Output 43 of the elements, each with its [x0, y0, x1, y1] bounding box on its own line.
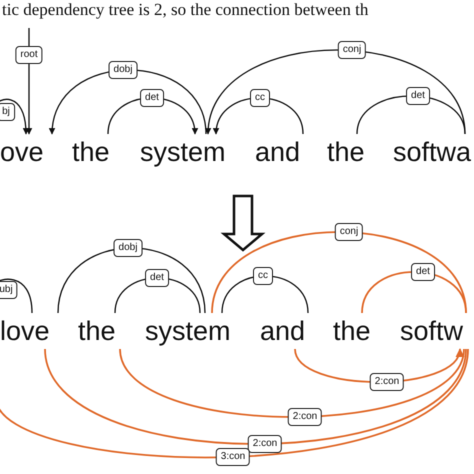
edge-label: ubj — [0, 281, 18, 299]
edge-label: root — [15, 46, 43, 64]
edge-label: 3:con — [216, 448, 250, 466]
arc — [214, 97, 304, 135]
edge-label: dobj — [108, 61, 138, 79]
word: the — [327, 138, 365, 167]
edge-label: det — [406, 87, 430, 105]
arc — [119, 348, 465, 418]
word: system — [145, 317, 231, 346]
word: softwa — [393, 138, 472, 167]
word: ove — [0, 138, 44, 167]
arc — [0, 98, 29, 135]
word: and — [260, 317, 306, 346]
edge-label: cc — [250, 89, 270, 107]
edge-label: 2:con — [248, 435, 282, 453]
word: system — [140, 138, 226, 167]
edge-label: det — [140, 89, 164, 107]
edge-label: det — [145, 269, 169, 287]
edge-label: conj — [338, 41, 366, 59]
arc — [356, 95, 466, 134]
arc — [44, 348, 467, 445]
arc — [114, 277, 201, 314]
edge-label: dobj — [114, 239, 142, 257]
arc — [206, 49, 466, 135]
edge-label: 2:con — [288, 408, 322, 426]
arc — [211, 231, 467, 314]
arc — [107, 97, 198, 135]
word: the — [72, 138, 110, 167]
word: the — [78, 317, 116, 346]
edge-label: det — [411, 263, 435, 281]
arc — [221, 275, 309, 314]
edge-label: 2:con — [370, 373, 404, 391]
word: softw — [400, 317, 464, 346]
word: and — [255, 138, 300, 167]
word: love — [0, 317, 50, 346]
edge-label: conj — [334, 223, 364, 241]
edge-label: cc — [253, 267, 273, 285]
arc — [0, 278, 33, 314]
word: the — [333, 317, 371, 346]
arc — [0, 348, 469, 458]
arc — [361, 271, 467, 314]
edge-label: bj — [0, 103, 15, 121]
caption-text: tic dependency tree is 2, so the connection between th — [2, 0, 368, 20]
